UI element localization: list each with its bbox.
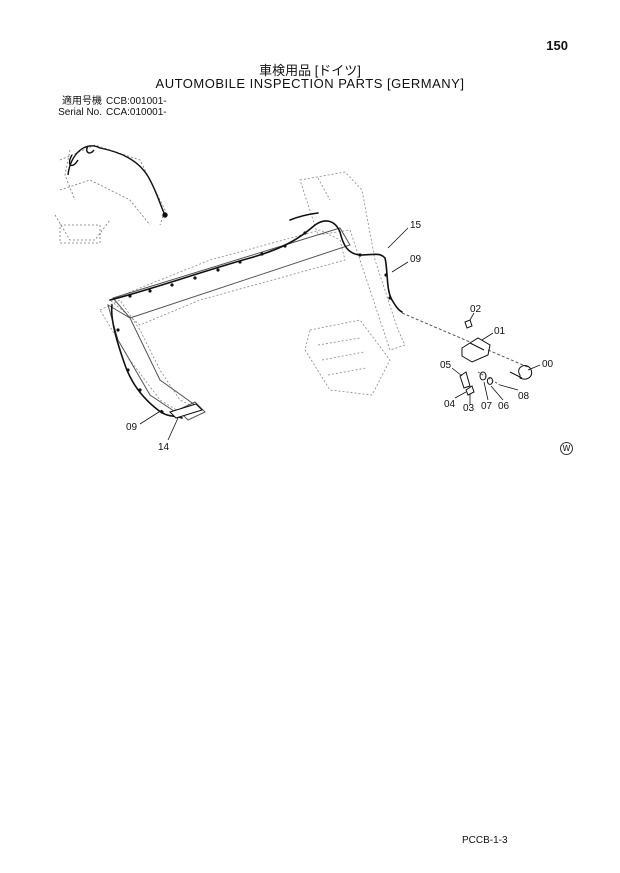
serial-label: 適用号機 <box>62 96 102 107</box>
footer-code: PCCB-1-3 <box>462 835 508 846</box>
wiring-harness <box>109 212 403 419</box>
page-title-japanese: 車検用品 [ドイツ] <box>259 63 361 78</box>
serial-row-applicable: 適用号機 CCB:001001- <box>44 96 167 107</box>
callout-07: 07 <box>481 401 493 412</box>
page-title-english: AUTOMOBILE INSPECTION PARTS [GERMANY] <box>155 76 465 91</box>
inset-excavator-sketch <box>54 144 166 244</box>
callout-labels: 15 09 02 01 00 05 04 03 07 06 08 09 14 <box>126 220 554 453</box>
w-mark-icon: W <box>560 442 573 455</box>
callout-06: 06 <box>498 401 510 412</box>
machine-outline <box>99 171 406 416</box>
serial-row-serial-no: Serial No. CCA:010001- <box>44 107 167 118</box>
part-14-plate <box>169 403 203 419</box>
inset-harness <box>67 145 168 218</box>
bracket-assembly <box>401 312 533 396</box>
callout-09-upper: 09 <box>410 254 422 265</box>
serial-value: CCB:001001- <box>106 96 167 107</box>
serial-number-block: 適用号機 CCB:001001- Serial No. CCA:010001- <box>44 96 167 118</box>
serial-value: CCA:010001- <box>106 107 167 118</box>
harness-clamps <box>116 231 392 414</box>
callout-02: 02 <box>470 304 482 315</box>
callout-08: 08 <box>518 391 530 402</box>
callout-15: 15 <box>410 220 422 231</box>
callout-03: 03 <box>463 403 475 414</box>
serial-label: Serial No. <box>58 107 102 118</box>
boom-arm-structure <box>107 227 351 421</box>
callout-leaders <box>139 227 541 441</box>
callout-04: 04 <box>444 399 456 410</box>
callout-09-lower: 09 <box>126 422 138 433</box>
callout-05: 05 <box>440 360 452 371</box>
callout-00: 00 <box>542 359 554 370</box>
callout-01: 01 <box>494 326 506 337</box>
callout-14: 14 <box>158 442 170 453</box>
page-number: 150 <box>546 38 568 53</box>
